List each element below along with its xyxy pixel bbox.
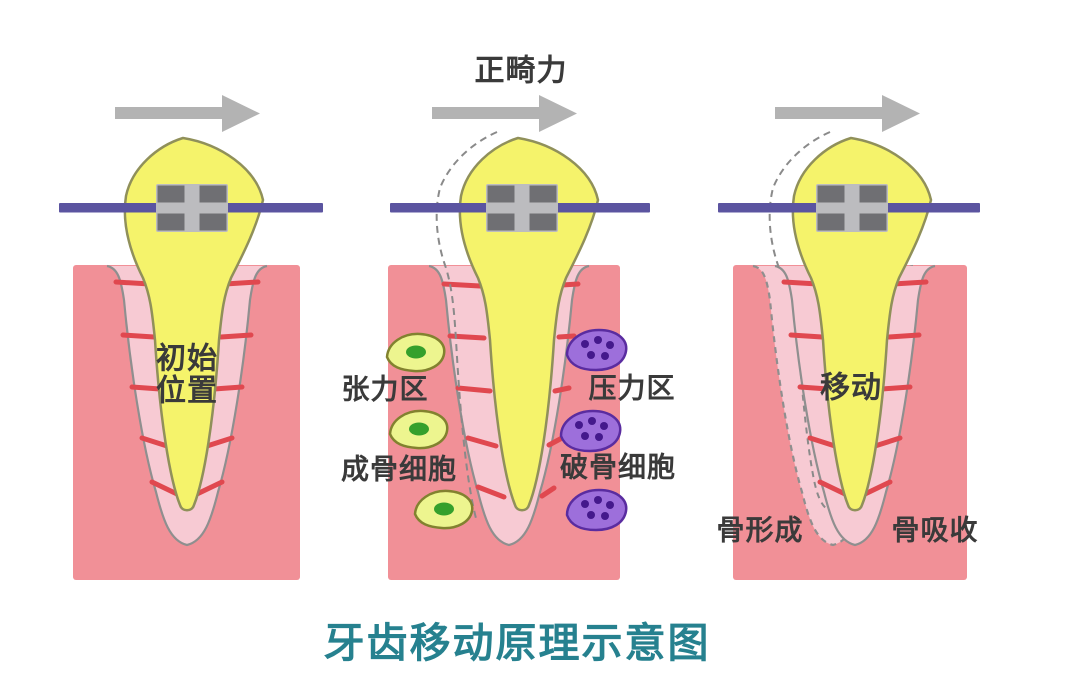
braces-bracket — [816, 184, 888, 232]
orthodontic-force-label: 正畸力 — [474, 54, 568, 88]
tension-zone-label: 张力区 — [341, 373, 429, 405]
osteoclast-cell — [565, 328, 628, 372]
bone-formation-label: 骨形成 — [716, 514, 804, 546]
force-arrow-icon — [115, 95, 260, 132]
movement-label: 移动 — [820, 371, 882, 405]
previous-tooth-outline — [435, 131, 498, 523]
braces-bracket — [156, 184, 228, 232]
braces-bracket — [486, 184, 558, 232]
panel-initial-state — [59, 95, 323, 580]
bone-resorption-label: 骨吸收 — [891, 514, 979, 546]
pressure-zone-label: 压力区 — [588, 372, 676, 404]
periodontal-fibers — [441, 281, 581, 500]
previous-crown-outline — [768, 131, 831, 269]
force-arrow-icon — [432, 95, 577, 132]
force-arrow-icon — [775, 95, 920, 132]
panel-force-applied — [385, 95, 650, 580]
osteoblast-label: 成骨细胞 — [340, 453, 458, 485]
osteoclast-label: 破骨细胞 — [559, 451, 677, 483]
osteoclast-cell — [559, 409, 622, 453]
osteoclast-cell — [565, 488, 628, 532]
panel-moved-state — [718, 95, 980, 580]
diagram-title: 牙齿移动原理示意图 — [323, 620, 711, 666]
initial-position-label: 初始位置 — [156, 342, 218, 407]
